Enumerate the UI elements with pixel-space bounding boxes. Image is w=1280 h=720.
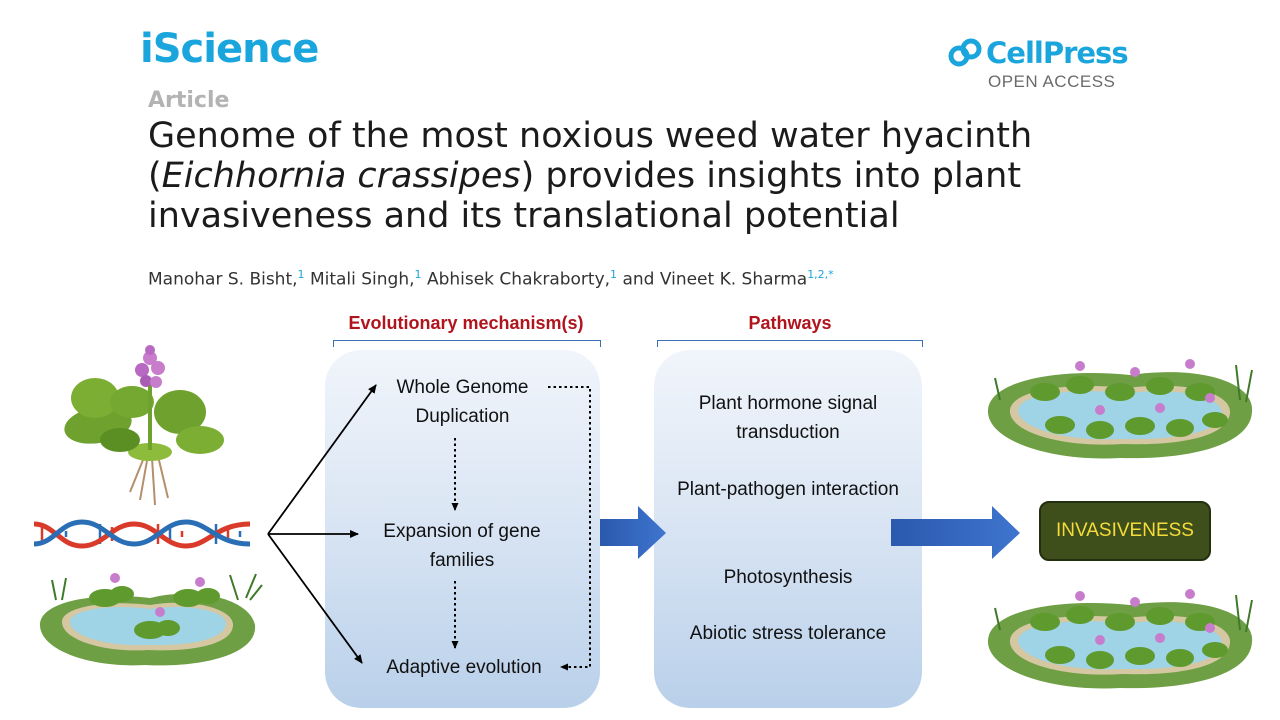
- pond-illustration-bottom-right: [987, 589, 1253, 689]
- title-part-2: ) provides insights into plant invasiven…: [148, 156, 1022, 236]
- cellpress-icon: [948, 38, 982, 67]
- arrow-to-wgd: [267, 384, 377, 535]
- author-3-affiliation: 1: [610, 268, 618, 281]
- author-4-affiliation: 1,2,*: [807, 268, 834, 281]
- title-species: Eichhornia crassipes: [161, 156, 521, 196]
- block-arrow-to-invasiveness: [891, 506, 1020, 559]
- pathways-heading: Pathways: [748, 313, 832, 333]
- author-4: and Vineet K. Sharma: [622, 269, 808, 290]
- article-type: Article: [148, 88, 230, 113]
- dotted-arrow-wgd-to-adaptive: [548, 386, 591, 671]
- author-1-affiliation: 1: [297, 268, 305, 281]
- paper-title: Genome of the most noxious weed water hy…: [148, 116, 1148, 236]
- author-3: Abhisek Chakraborty,: [426, 269, 611, 290]
- author-list: Manohar S. Bisht,1 Mitali Singh,1 Abhise…: [148, 268, 834, 290]
- pond-illustration-left: [40, 573, 263, 666]
- mechanism-whole-genome-duplication: Whole Genome Duplication: [396, 377, 529, 427]
- pathways-panel: [654, 350, 922, 708]
- pond-illustration-top-right: [987, 359, 1253, 459]
- pathway-abiotic-stress: Abiotic stress tolerance: [689, 623, 887, 644]
- outcome-label: INVASIVENESS: [1056, 520, 1194, 541]
- mechanism-adaptive-evolution: Adaptive evolution: [386, 657, 542, 678]
- mechanism-arrows: [267, 384, 377, 664]
- title-part-1: Genome of the most noxious weed water hy…: [148, 116, 1033, 196]
- arrow-to-adaptive: [267, 533, 363, 664]
- author-2-affiliation: 1: [414, 268, 422, 281]
- invasiveness-outcome-box: INVASIVENESS: [1039, 501, 1211, 561]
- mechanism-gene-family-expansion: Expansion of gene families: [383, 521, 541, 571]
- block-arrow-to-pathways: [600, 506, 666, 559]
- pathways-bracket: [657, 340, 923, 347]
- dna-helix-illustration: [33, 519, 251, 549]
- access-label: OPEN ACCESS: [988, 72, 1116, 91]
- author-1: Manohar S. Bisht,: [148, 269, 298, 290]
- water-hyacinth-plant-illustration: [64, 345, 224, 506]
- publisher-logo: CellPress OPEN ACCESS: [948, 36, 1129, 96]
- evolution-panel: [325, 350, 600, 708]
- evolution-heading: Evolutionary mechanism(s): [348, 313, 584, 333]
- author-2: Mitali Singh,: [309, 269, 415, 290]
- journal-logo: iScience: [140, 26, 319, 72]
- pathway-plant-pathogen: Plant-pathogen interaction: [677, 479, 899, 500]
- pathway-photosynthesis: Photosynthesis: [723, 567, 853, 588]
- publisher-name: CellPress: [986, 36, 1129, 70]
- dotted-flow-arrows: [451, 386, 591, 671]
- pathway-hormone-signal: Plant hormone signal transduction: [698, 393, 878, 443]
- evolution-bracket: [333, 340, 601, 347]
